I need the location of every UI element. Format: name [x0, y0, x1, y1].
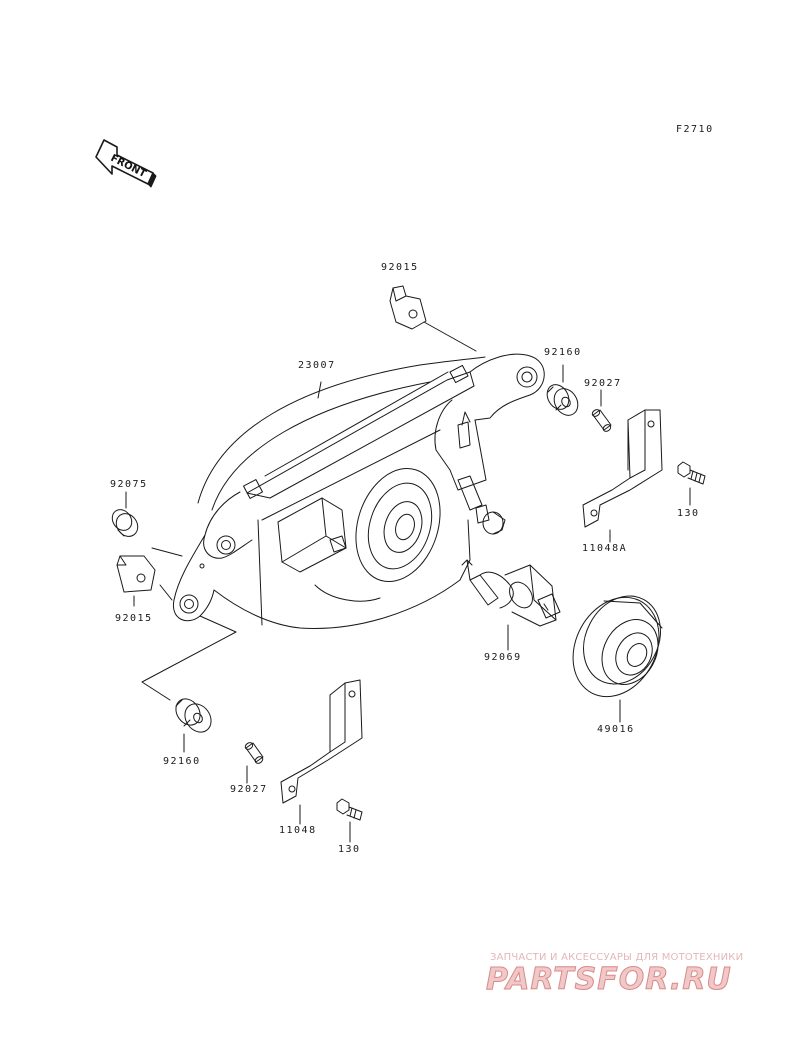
clip-nut-92015-top: [389, 285, 427, 330]
watermark-tagline: ЗАПЧАСТИ И АКСЕССУАРЫ ДЛЯ МОТОТЕХНИКИ: [490, 952, 744, 963]
leader-92015-left-a: [151, 547, 183, 557]
part-label-92027-top: 92027: [584, 378, 622, 389]
clip-nut-92015-left: [116, 555, 156, 593]
front-arrow-icon: FRONT: [95, 139, 157, 188]
collar-92027-top: [591, 409, 612, 432]
part-label-11048A: 11048A: [582, 543, 628, 554]
grommet-92160-bottom: [175, 698, 212, 733]
part-label-49016: 49016: [597, 724, 635, 735]
bracket-11048A: [582, 409, 663, 528]
part-label-92015-left: 92015: [115, 613, 153, 624]
part-label-92075: 92075: [110, 479, 148, 490]
part-label-92160-top: 92160: [544, 347, 582, 358]
part-label-11048: 11048: [279, 825, 317, 836]
leader-92015-top: [423, 321, 477, 352]
bulb-92069: [461, 559, 561, 627]
bolt-130-bottom: [336, 798, 363, 821]
headlight-housing-23007: [172, 353, 545, 629]
part-label-92027-bottom: 92027: [230, 784, 268, 795]
grommet-92160-top: [546, 384, 579, 416]
leader-92015-left-b: [159, 584, 173, 601]
watermark-brand: PARTSFOR.RU: [486, 962, 732, 998]
bolt-130-right: [677, 461, 706, 485]
part-label-92160-bottom: 92160: [163, 756, 201, 767]
dust-boot-49016: [572, 595, 663, 698]
figure-code: F2710: [676, 124, 714, 135]
leader-lower-group: [141, 615, 237, 701]
collar-92027-bottom: [244, 742, 264, 764]
part-label-92069: 92069: [484, 652, 522, 663]
bracket-11048: [280, 679, 363, 804]
part-label-92015-top: 92015: [381, 262, 419, 273]
part-label-130-bottom: 130: [338, 844, 361, 855]
leader-23007: [317, 381, 322, 399]
grommet-92075: [111, 509, 139, 537]
part-label-130-right: 130: [677, 508, 700, 519]
part-label-23007: 23007: [298, 360, 336, 371]
